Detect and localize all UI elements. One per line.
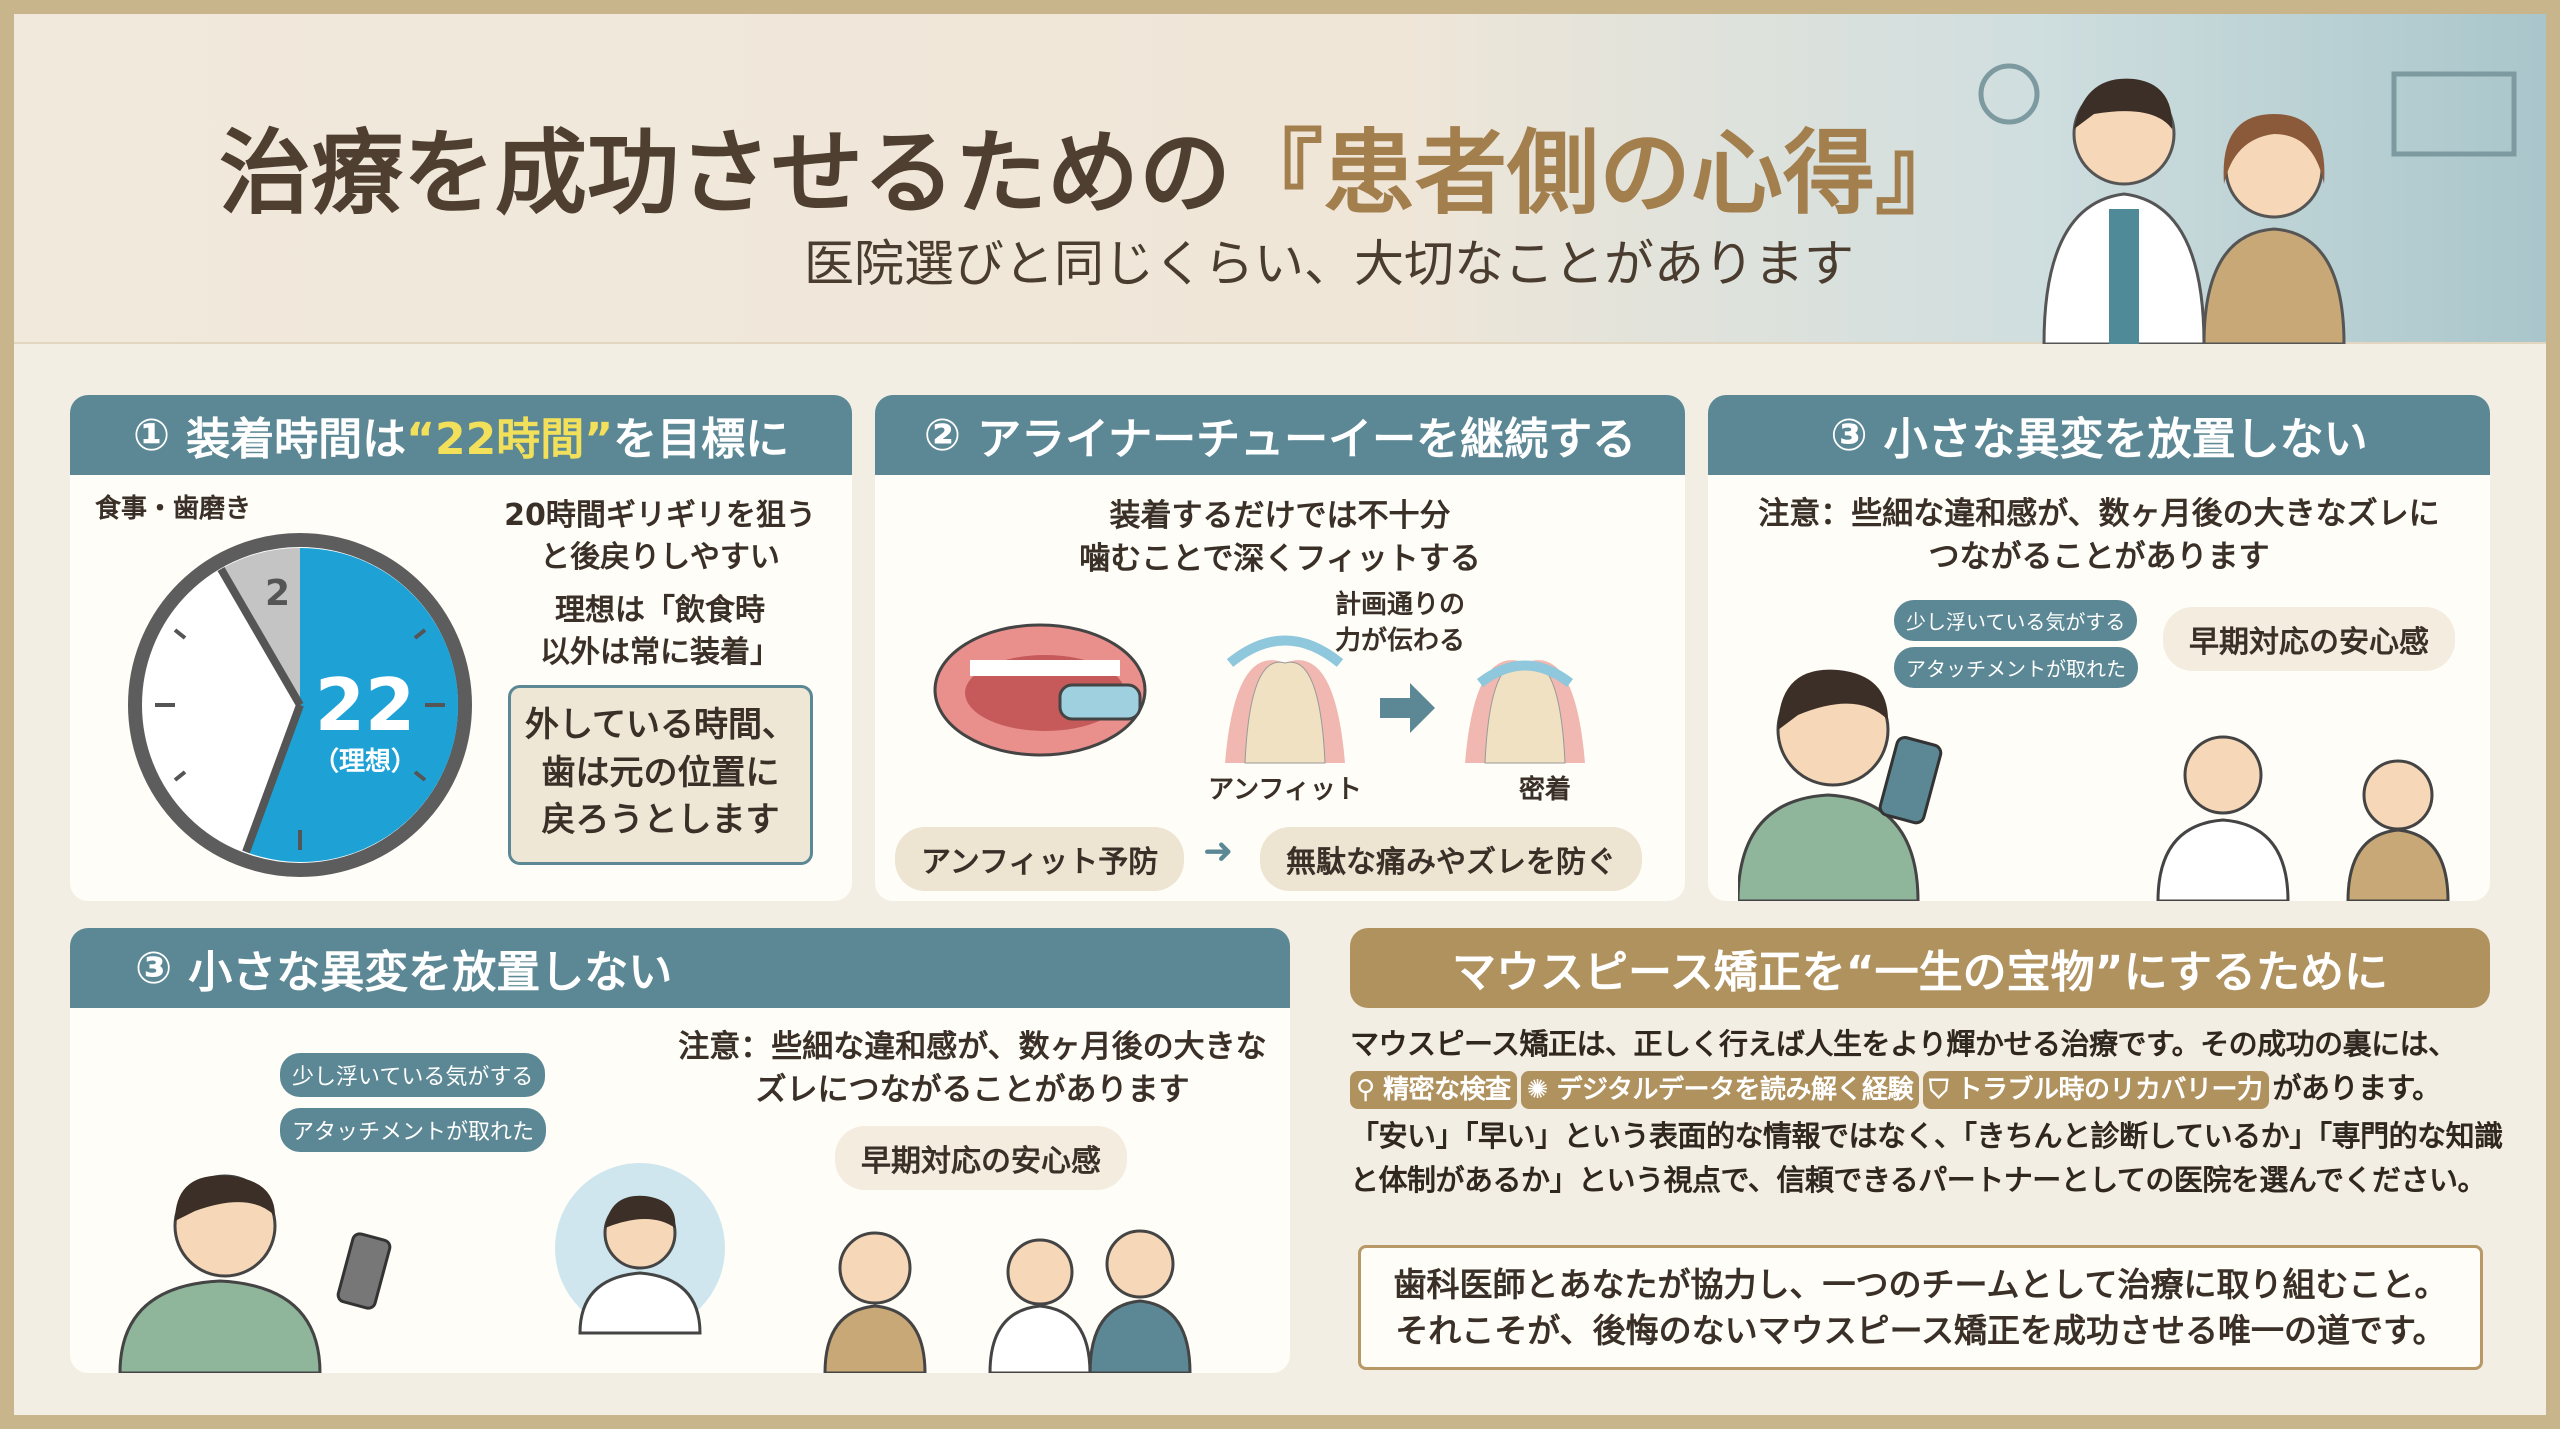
tag-precise-exam: ⚲ 精密な検査: [1350, 1071, 1517, 1109]
ideal-label: （理想）: [313, 747, 417, 777]
warning-box: 外している時間、 歯は元の位置に 戻ろうとします: [508, 685, 813, 865]
closing-header: マウスピース矯正を“一生の宝物”にするために: [1350, 928, 2490, 1008]
mouth-chewie-illustration: [933, 623, 1147, 757]
note-20-hours: 20時間ギリギリを狙う と後戻りしやすい: [504, 498, 816, 575]
unfit-label: アンフィット: [1208, 775, 1362, 805]
doctor-patient-illustration: [2156, 735, 2450, 901]
patient-phone-illustration: [118, 1174, 392, 1373]
tag-digital-data: ✺ デジタルデータを読み解く経験: [1520, 1071, 1919, 1109]
note-ideal: 理想は「飲食時 以外は常に装着」: [540, 593, 780, 670]
off-hours-value: 2: [265, 573, 290, 614]
caution-note: 注意：些細な違和感が、数ヶ月後の大きな ズレにつながることがあります: [678, 1029, 1267, 1109]
closing-paragraph-1: マウスピース矯正は、正しく行えば人生をより輝かせる治療です。その成功の裏には、 …: [1350, 1022, 2530, 1110]
relief-pill: 早期対応の安心感: [2163, 607, 2455, 671]
force-label: 計画通りの 力が伝わる: [1335, 590, 1466, 657]
fit-label: 密着: [1518, 775, 1571, 805]
tag-recovery: ⛉ トラブル時のリカバリー力: [1922, 1071, 2269, 1109]
tooth-fit-illustration: [1225, 635, 1585, 764]
bubble-floating: 少し浮いている気がする: [1894, 600, 2138, 641]
bubble-attachment: アタッチメントが取れた: [1894, 647, 2138, 688]
phone-icon: [336, 1232, 392, 1310]
phone-icon: [1878, 735, 1943, 825]
caution-note: 注意：些細な違和感が、数ヶ月後の大きなズレに つながることがあります: [1758, 496, 2440, 576]
meal-label: 食事・歯磨き: [95, 494, 252, 524]
prevent-pain-pill: 無駄な痛みやズレを防ぐ: [1260, 827, 1642, 891]
header-banner: 治療を成功させるための『患者側の心得』 医院選びと同じくらい、大切なことがありま…: [14, 14, 2546, 344]
team-illustration: [823, 1229, 1192, 1373]
page-title: 治療を成功させるための『患者側の心得』: [219, 120, 1968, 227]
doctor-and-patient-illustration: [1978, 63, 2517, 344]
shield-check-icon: ⛉: [1928, 1075, 1957, 1105]
brain-icon: ✺: [1526, 1075, 1557, 1105]
page-subtitle: 医院選びと同じくらい、大切なことがあります: [804, 235, 1854, 293]
patient-phone-illustration: [1738, 669, 1943, 901]
bubble-floating: 少し浮いている気がする: [280, 1053, 546, 1097]
closing-paragraph-2: 「安い」「早い」という表面的な情報ではなく、「きちんと診断しているか」「専門的な…: [1350, 1119, 2503, 1197]
prevent-unfit-pill: アンフィット予防: [895, 827, 1185, 891]
ideal-wear-sector: [246, 547, 459, 862]
clock-chart: 2 22 （理想）: [128, 533, 472, 877]
bubble-attachment: アタッチメントが取れた: [280, 1108, 547, 1152]
closing-quote-box: 歯科医師とあなたが協力し、一つのチームとして治療に取り組むこと。 それこそが、後…: [1358, 1245, 2483, 1370]
wall-clock-icon: [1978, 63, 2040, 125]
ideal-hours-value: 22: [315, 663, 415, 747]
arrow-right-icon: [1380, 683, 1435, 733]
arrow-right-icon: ➜: [1203, 831, 1234, 872]
relief-pill: 早期対応の安心感: [835, 1126, 1127, 1190]
lead-text: 装着するだけでは不十分 噛むことで深くフィットする: [1079, 498, 1481, 578]
doctor-avatar: [555, 1163, 725, 1335]
microscope-icon: ⚲: [1356, 1075, 1384, 1105]
